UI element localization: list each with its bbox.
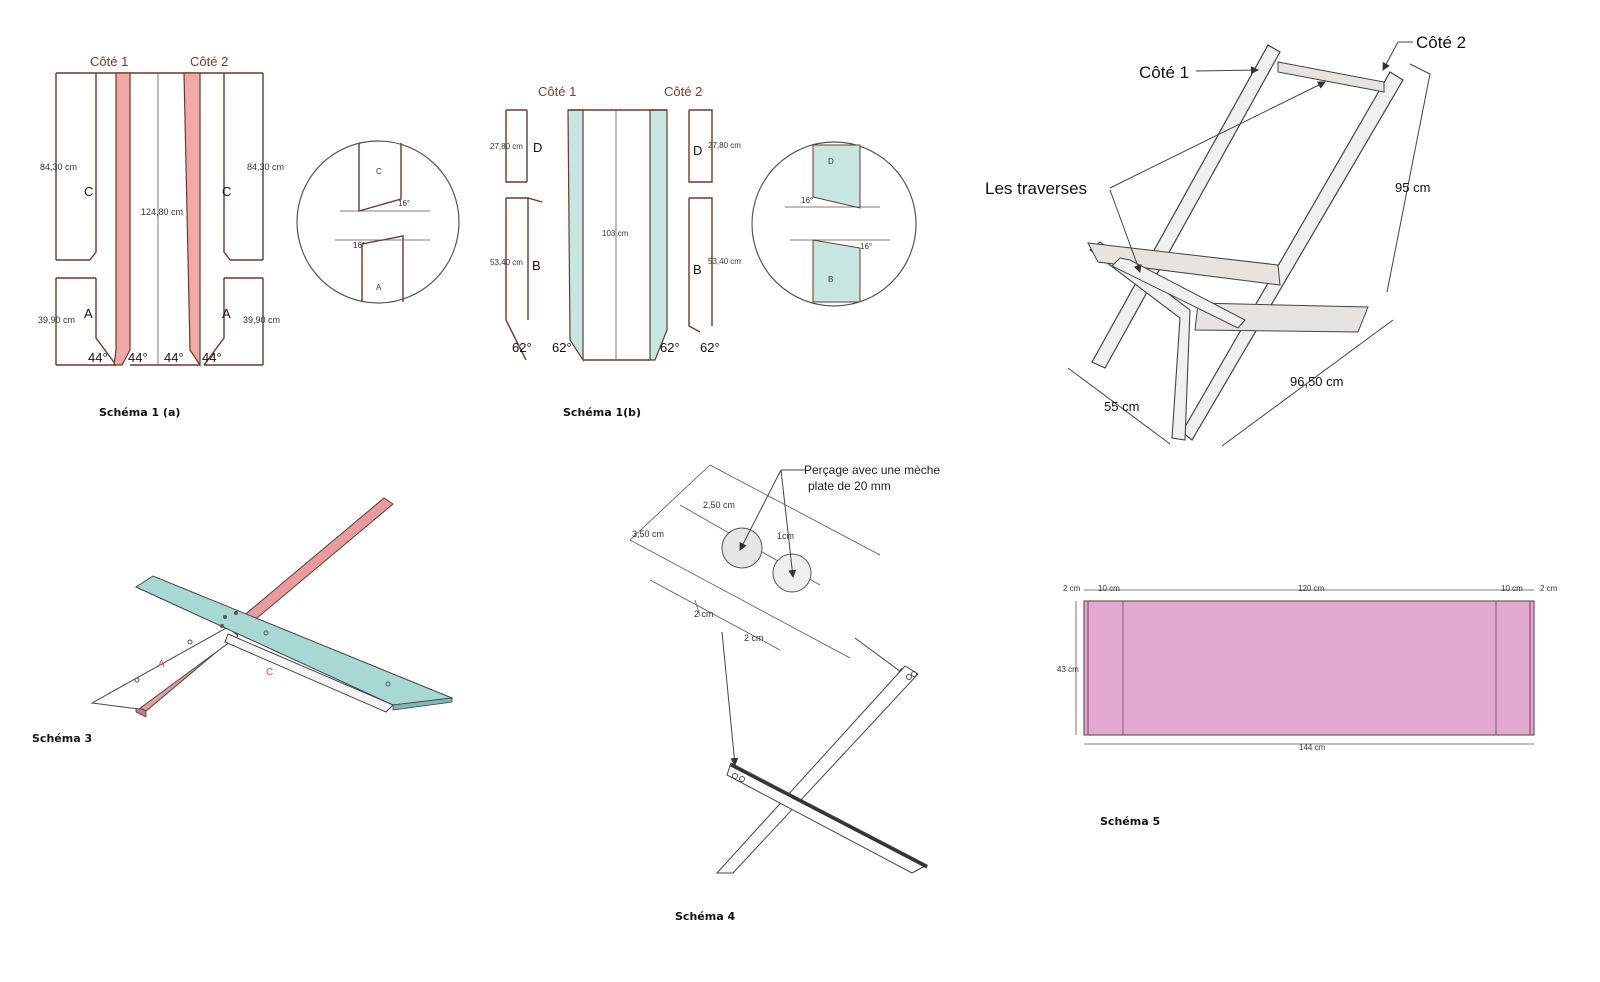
schema-1b: Côté 1 Côté 2 27,80 cm 27,80 cm 53,40 cm… [490, 84, 917, 419]
dim-2cm-a: 2 cm [694, 609, 714, 619]
zoom-angle-2: 16° [353, 241, 365, 250]
zoom-angle-b1: 16° [801, 196, 813, 205]
dim-center: 124,80 cm [141, 207, 183, 217]
chair-dim-width: 55 cm [1104, 399, 1139, 414]
caption-5: Schéma 5 [1100, 815, 1160, 828]
angle-3: 44° [164, 350, 184, 365]
angle-1: 44° [88, 350, 108, 365]
zoom-angle-b2: 16° [860, 242, 872, 251]
letter-d-right: D [693, 143, 702, 158]
chair-illustration: Côté 1 Côté 2 Les traverses 95 cm 96,50 … [985, 33, 1466, 447]
cote1-label-b: Côté 1 [538, 84, 576, 99]
angle-4: 44° [202, 350, 222, 365]
caption-1b: Schéma 1(b) [563, 406, 641, 419]
letter-a-left: A [84, 306, 93, 321]
letter-a-right: A [222, 306, 231, 321]
s5-dim-10r: 10 cm [1501, 584, 1523, 593]
letter-b-left: B [532, 258, 541, 273]
strip-right [183, 72, 201, 367]
cote2-label: Côté 2 [190, 54, 228, 69]
dim-250: 2,50 cm [703, 500, 735, 510]
cote1-label: Côté 1 [90, 54, 128, 69]
schema-5: 2 cm 10 cm 120 cm 10 cm 2 cm 43 cm 144 c… [1057, 584, 1558, 828]
angle-b4: 62° [700, 340, 720, 355]
dim-a-right: 39,90 cm [243, 315, 280, 325]
s5-dim-144: 144 cm [1299, 743, 1326, 752]
schema3-label-a: A [158, 659, 165, 670]
dim-350: 3,50 cm [632, 529, 664, 539]
dim-d-right: 27,80 cm [708, 141, 741, 150]
letter-b-right: B [693, 262, 702, 277]
zoom-circle-1a: C A 16° 16° [296, 140, 460, 304]
dim-a-left: 39,90 cm [38, 315, 75, 325]
angle-b1: 62° [512, 340, 532, 355]
dim-center-b: 103 cm [602, 229, 629, 238]
caption-4: Schéma 4 [675, 910, 735, 923]
dim-2cm-b: 2 cm [744, 633, 764, 643]
dim-d-left: 27,80 cm [490, 142, 523, 151]
strip-left [113, 72, 131, 366]
letter-d-left: D [533, 140, 542, 155]
schema3-label-c: C [266, 667, 273, 678]
chair-dim-depth: 96,50 cm [1290, 374, 1343, 389]
chair-dim-height: 95 cm [1395, 180, 1430, 195]
zoom-letter-c: C [376, 167, 382, 176]
chair-traverses: Les traverses [985, 179, 1087, 198]
zoom-letter-a: A [376, 283, 382, 292]
caption-1a: Schéma 1 (a) [99, 406, 180, 419]
dim-b-right: 53,40 cm [708, 257, 741, 266]
schema-1a: Côté 1 Côté 2 84,30 cm 84,30 cm 124,80 c… [38, 54, 460, 419]
s5-dim-2l: 2 cm [1063, 584, 1081, 593]
letter-c-right: C [222, 184, 231, 199]
zoom-letter-d: D [828, 157, 834, 166]
cote2-label-b: Côté 2 [664, 84, 702, 99]
zoom-letter-b: B [828, 275, 833, 284]
strip-left-b [567, 109, 584, 363]
strip-right-b [649, 109, 668, 361]
dim-c-left: 84,30 cm [40, 162, 77, 172]
chair-cote1: Côté 1 [1139, 63, 1189, 82]
dim-1cm: 1cm [777, 531, 794, 541]
schema-4: Perçage avec une mèche plate de 20 mm 2,… [629, 463, 940, 923]
s5-dim-10l: 10 cm [1098, 584, 1120, 593]
zoom-circle-1b: D B 16° 16° [751, 141, 917, 307]
angle-b2: 62° [552, 340, 572, 355]
dim-b-left: 53,40 cm [490, 258, 523, 267]
angle-2: 44° [128, 350, 148, 365]
s5-dim-120: 120 cm [1298, 584, 1325, 593]
letter-c-left: C [84, 184, 93, 199]
chair-cote2: Côté 2 [1416, 33, 1466, 52]
drill-note-1: Perçage avec une mèche [804, 463, 940, 477]
drill-note-2: plate de 20 mm [808, 479, 891, 493]
s5-dim-43: 43 cm [1057, 665, 1079, 674]
dim-c-right: 84,30 cm [247, 162, 284, 172]
caption-3: Schéma 3 [32, 732, 92, 745]
angle-b3: 62° [660, 340, 680, 355]
schema-3: A C Schéma 3 [32, 497, 454, 745]
zoom-angle-1: 16° [398, 199, 410, 208]
s5-dim-2r: 2 cm [1540, 584, 1558, 593]
